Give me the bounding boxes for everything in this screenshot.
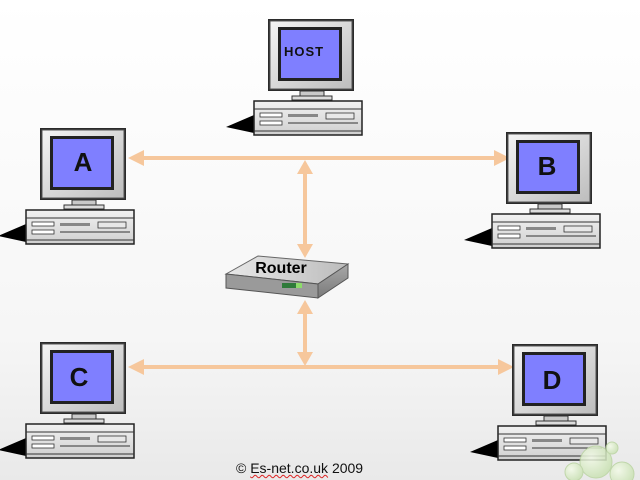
host-label: HOST: [284, 44, 324, 59]
computer-d-label: D: [543, 365, 562, 395]
arrowhead-c: [128, 359, 144, 375]
arrowhead-host-link: [297, 160, 313, 174]
copyright-symbol: ©: [236, 460, 247, 476]
computer-c-label: C: [70, 362, 89, 392]
copyright-footer: © Es-net.co.uk 2009: [236, 460, 363, 476]
arrowhead-b: [494, 150, 510, 166]
router-device: Router: [224, 255, 350, 299]
router-label: Router: [255, 260, 307, 277]
router-side-face: [317, 263, 349, 299]
computer-b: B: [464, 131, 601, 249]
router-led-panel: [282, 283, 302, 288]
arrowhead-a: [128, 150, 144, 166]
arrowhead-d: [498, 359, 514, 375]
arrowhead-router-top: [297, 244, 313, 258]
copyright-site: Es-net.co.uk: [250, 460, 329, 476]
computer-c: C: [0, 341, 135, 459]
computer-a: A: [0, 127, 135, 245]
arrowhead-router-bottom: [297, 300, 313, 314]
computer-host: HOST: [226, 18, 363, 136]
arrowhead-lower-link: [297, 352, 313, 366]
computer-b-label: B: [538, 151, 557, 181]
network-links: [128, 150, 514, 375]
computer-a-label: A: [74, 147, 93, 177]
copyright-year: 2009: [331, 460, 364, 476]
computer-d: D: [470, 343, 607, 461]
decorative-bubbles: [564, 441, 635, 480]
router-led: [296, 283, 302, 288]
